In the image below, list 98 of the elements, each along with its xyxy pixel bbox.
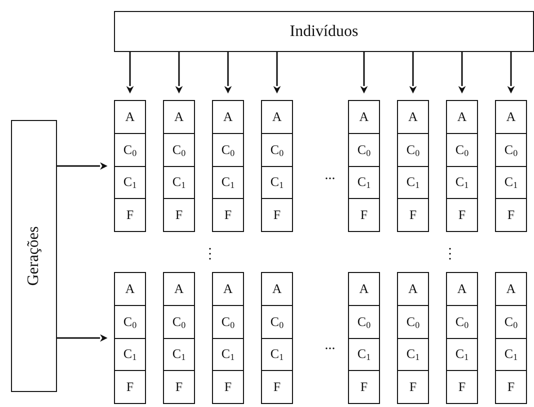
arrow bbox=[175, 52, 183, 94]
gene-cell: C$_{1}$ bbox=[398, 166, 428, 198]
gene-cell: A bbox=[496, 101, 526, 133]
gene-cell: A bbox=[349, 101, 379, 133]
gene-cell: C$_{0}$ bbox=[164, 132, 194, 166]
gene-cell: A bbox=[262, 273, 292, 305]
individual-column bbox=[446, 272, 478, 404]
gene-cell: F bbox=[262, 198, 292, 231]
individual-column bbox=[114, 100, 146, 232]
gene-cell: A bbox=[447, 273, 477, 305]
gene-cell: F bbox=[349, 370, 379, 403]
gene-cell: A bbox=[115, 101, 145, 133]
individual-column bbox=[212, 272, 244, 404]
gene-cell: C$_{0}$ bbox=[262, 304, 292, 338]
individual-column bbox=[495, 272, 527, 404]
arrow bbox=[458, 52, 466, 94]
gene-cell: A bbox=[262, 101, 292, 133]
box-label: Indivíduos bbox=[290, 22, 358, 40]
individual-column bbox=[446, 100, 478, 232]
individuals-box bbox=[114, 11, 534, 52]
gene-cell: F bbox=[262, 370, 292, 403]
gene-cell: A bbox=[213, 273, 243, 305]
gene-cell: A bbox=[398, 273, 428, 305]
gene-cell: C$_{1}$ bbox=[164, 338, 194, 370]
gene-cell: A bbox=[213, 101, 243, 133]
generations-box bbox=[11, 120, 57, 392]
arrow bbox=[57, 162, 108, 170]
gene-cell: A bbox=[398, 101, 428, 133]
gene-cell: C$_{0}$ bbox=[496, 304, 526, 338]
gene-cell: C$_{0}$ bbox=[115, 132, 145, 166]
arrow bbox=[126, 52, 134, 94]
gene-cell: C$_{0}$ bbox=[262, 132, 292, 166]
ellipsis: ⋮ bbox=[203, 248, 217, 262]
gene-cell: C$_{1}$ bbox=[447, 338, 477, 370]
arrow bbox=[360, 52, 368, 94]
gene-cell: C$_{1}$ bbox=[164, 166, 194, 198]
arrow bbox=[507, 52, 515, 94]
gene-cell: A bbox=[164, 101, 194, 133]
individual-column bbox=[495, 100, 527, 232]
gene-cell: C$_{1}$ bbox=[262, 166, 292, 198]
arrow bbox=[409, 52, 417, 94]
individual-column bbox=[348, 100, 380, 232]
individual-column bbox=[114, 272, 146, 404]
ellipsis: ⋮ bbox=[443, 248, 457, 262]
gene-cell: C$_{1}$ bbox=[447, 166, 477, 198]
gene-cell: F bbox=[115, 370, 145, 403]
gene-cell: C$_{0}$ bbox=[398, 132, 428, 166]
gene-cell: C$_{1}$ bbox=[115, 338, 145, 370]
box-label: Gerações bbox=[25, 226, 43, 286]
gene-cell: F bbox=[164, 198, 194, 231]
individual-column bbox=[261, 272, 293, 404]
gene-cell: C$_{0}$ bbox=[164, 304, 194, 338]
gene-cell: C$_{1}$ bbox=[398, 338, 428, 370]
individual-column bbox=[163, 272, 195, 404]
individual-column bbox=[348, 272, 380, 404]
gene-cell: C$_{1}$ bbox=[349, 338, 379, 370]
gene-cell: C$_{1}$ bbox=[262, 338, 292, 370]
gene-cell: C$_{0}$ bbox=[349, 304, 379, 338]
gene-cell: C$_{0}$ bbox=[447, 304, 477, 338]
gene-cell: A bbox=[115, 273, 145, 305]
gene-cell: A bbox=[447, 101, 477, 133]
gene-cell: F bbox=[115, 198, 145, 231]
individual-column bbox=[261, 100, 293, 232]
gene-cell: F bbox=[164, 370, 194, 403]
individual-column bbox=[212, 100, 244, 232]
gene-cell: F bbox=[398, 370, 428, 403]
gene-cell: C$_{0}$ bbox=[447, 132, 477, 166]
gene-cell: F bbox=[398, 198, 428, 231]
gene-cell: C$_{1}$ bbox=[349, 166, 379, 198]
gene-cell: C$_{0}$ bbox=[398, 304, 428, 338]
arrow bbox=[273, 52, 281, 94]
gene-cell: F bbox=[496, 198, 526, 231]
gene-cell: C$_{1}$ bbox=[213, 338, 243, 370]
gene-cell: C$_{0}$ bbox=[213, 304, 243, 338]
individual-column bbox=[163, 100, 195, 232]
gene-cell: F bbox=[349, 198, 379, 231]
gene-cell: C$_{0}$ bbox=[496, 132, 526, 166]
individual-column bbox=[397, 100, 429, 232]
gene-cell: A bbox=[164, 273, 194, 305]
arrow bbox=[57, 334, 108, 342]
ellipsis: ... bbox=[324, 169, 336, 183]
arrow bbox=[224, 52, 232, 94]
gene-cell: C$_{1}$ bbox=[115, 166, 145, 198]
gene-cell: F bbox=[447, 370, 477, 403]
gene-cell: A bbox=[496, 273, 526, 305]
gene-cell: F bbox=[496, 370, 526, 403]
gene-cell: C$_{1}$ bbox=[496, 166, 526, 198]
individual-column bbox=[397, 272, 429, 404]
gene-cell: F bbox=[213, 198, 243, 231]
gene-cell: C$_{0}$ bbox=[213, 132, 243, 166]
gene-cell: A bbox=[349, 273, 379, 305]
gene-cell: C$_{0}$ bbox=[115, 304, 145, 338]
gene-cell: F bbox=[447, 198, 477, 231]
ellipsis: ... bbox=[324, 339, 336, 353]
gene-cell: C$_{0}$ bbox=[349, 132, 379, 166]
gene-cell: C$_{1}$ bbox=[213, 166, 243, 198]
gene-cell: C$_{1}$ bbox=[496, 338, 526, 370]
gene-cell: F bbox=[213, 370, 243, 403]
